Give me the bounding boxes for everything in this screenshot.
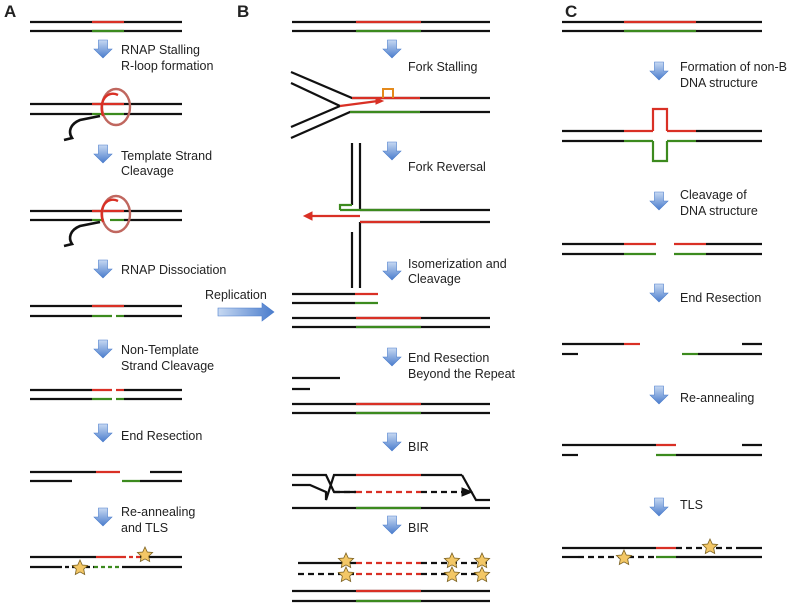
panel-b-step-1-line1: Fork Stalling	[408, 60, 478, 74]
panel-a-template-cleavage	[30, 194, 182, 248]
panel-c-step-5-line1: TLS	[680, 498, 703, 512]
panel-c-star-1	[701, 538, 719, 554]
panel-a-tls-product	[30, 555, 182, 569]
panel-b-cleaved-products	[292, 292, 490, 329]
panel-c-arrow-5	[649, 497, 669, 517]
panel-b-star-3	[443, 552, 461, 568]
panel-c: C Formation of non-B DNA structure	[562, 2, 787, 565]
panel-a-star-1	[136, 546, 154, 562]
panel-b-reversed-fork	[302, 143, 490, 288]
panel-a-rloop-rnap	[30, 87, 182, 142]
panel-b-star-5	[473, 552, 491, 568]
replication-label: Replication	[205, 288, 267, 302]
panel-a-step-4-line1: Non-Template	[121, 343, 199, 357]
panel-b-arrow-5	[382, 432, 402, 452]
panel-b-step-4-line2: Beyond the Repeat	[408, 367, 516, 381]
panel-b-step-3-line1: Isomerization and	[408, 257, 507, 271]
panel-a-step-2-line2: Cleavage	[121, 164, 174, 178]
panel-b: B Fork Stalling Fork Reve	[205, 2, 516, 603]
panel-b-arrow-4	[382, 347, 402, 367]
panel-b-letter: B	[237, 2, 249, 21]
panel-b-arrow-2	[382, 141, 402, 161]
panel-a-step-1-line1: RNAP Stalling	[121, 43, 200, 57]
panel-c-step-1-line2: DNA structure	[680, 76, 758, 90]
panel-b-bir-migration	[292, 473, 490, 510]
panel-c-cleaved-duplex	[562, 242, 762, 256]
panel-a-arrow-2	[93, 144, 113, 164]
panel-c-resected-ends	[562, 342, 762, 356]
panel-b-arrow-1	[382, 39, 402, 59]
panel-a-nicked-duplex	[30, 304, 182, 318]
panel-b-step-4-line1: End Resection	[408, 351, 489, 365]
panel-a-arrow-5	[93, 423, 113, 443]
panel-b-arrow-3	[382, 261, 402, 281]
panel-a-arrow-6	[93, 507, 113, 527]
panel-b-star-4	[443, 566, 461, 582]
panel-a-letter: A	[4, 2, 16, 21]
panel-c-reannealed	[562, 443, 762, 457]
panel-a-duplex-1	[30, 20, 182, 33]
panel-c-step-3-line1: End Resection	[680, 291, 761, 305]
panel-c-step-2-line2: DNA structure	[680, 204, 758, 218]
panel-b-resected-end	[292, 376, 490, 415]
panel-b-step-2-line1: Fork Reversal	[408, 160, 486, 174]
panel-b-arrow-6	[382, 515, 402, 535]
panel-a-step-1-line2: R-loop formation	[121, 59, 213, 73]
panel-c-step-2-line1: Cleavage of	[680, 188, 747, 202]
panel-c-letter: C	[565, 2, 577, 21]
panel-c-step-1-line1: Formation of non-B	[680, 60, 787, 74]
panel-c-arrow-3	[649, 283, 669, 303]
panel-c-tls-product	[562, 546, 762, 559]
panel-b-stalled-fork	[290, 70, 490, 140]
panel-c-arrow-1	[649, 61, 669, 81]
panel-b-duplex-1	[292, 20, 490, 33]
panel-c-duplex-1	[562, 20, 762, 33]
panel-b-star-2	[337, 566, 355, 582]
panel-c-arrow-2	[649, 191, 669, 211]
panel-b-star-6	[473, 566, 491, 582]
panel-a-step-3-line1: RNAP Dissociation	[121, 263, 226, 277]
panel-b-bir-products	[292, 561, 490, 603]
panel-a-star-2	[71, 559, 89, 575]
panel-a-double-strand-break	[30, 388, 182, 401]
panel-c-step-4-line1: Re-annealing	[680, 391, 754, 405]
panel-b-step-5-line1: BIR	[408, 440, 429, 454]
panel-a-step-4-line2: Strand Cleavage	[121, 359, 214, 373]
panel-a-resected-ends	[30, 470, 182, 483]
panel-c-arrow-4	[649, 385, 669, 405]
panel-a-step-6-line1: Re-annealing	[121, 505, 195, 519]
panel-c-non-b-structure	[562, 107, 762, 163]
panel-b-step-6-line1: BIR	[408, 521, 429, 535]
panel-a-step-5-line1: End Resection	[121, 429, 202, 443]
panel-a: A RNAP Stalling R-loop formation	[4, 2, 226, 575]
panel-a-arrow-4	[93, 339, 113, 359]
panel-a-step-6-line2: and TLS	[121, 521, 168, 535]
panel-c-star-2	[615, 549, 633, 565]
panel-b-step-3-line2: Cleavage	[408, 272, 461, 286]
panel-a-step-2-line1: Template Strand	[121, 149, 212, 163]
panel-b-star-1	[337, 552, 355, 568]
panel-a-arrow-1	[93, 39, 113, 59]
panel-a-arrow-3	[93, 259, 113, 279]
replication-arrow	[217, 302, 275, 322]
